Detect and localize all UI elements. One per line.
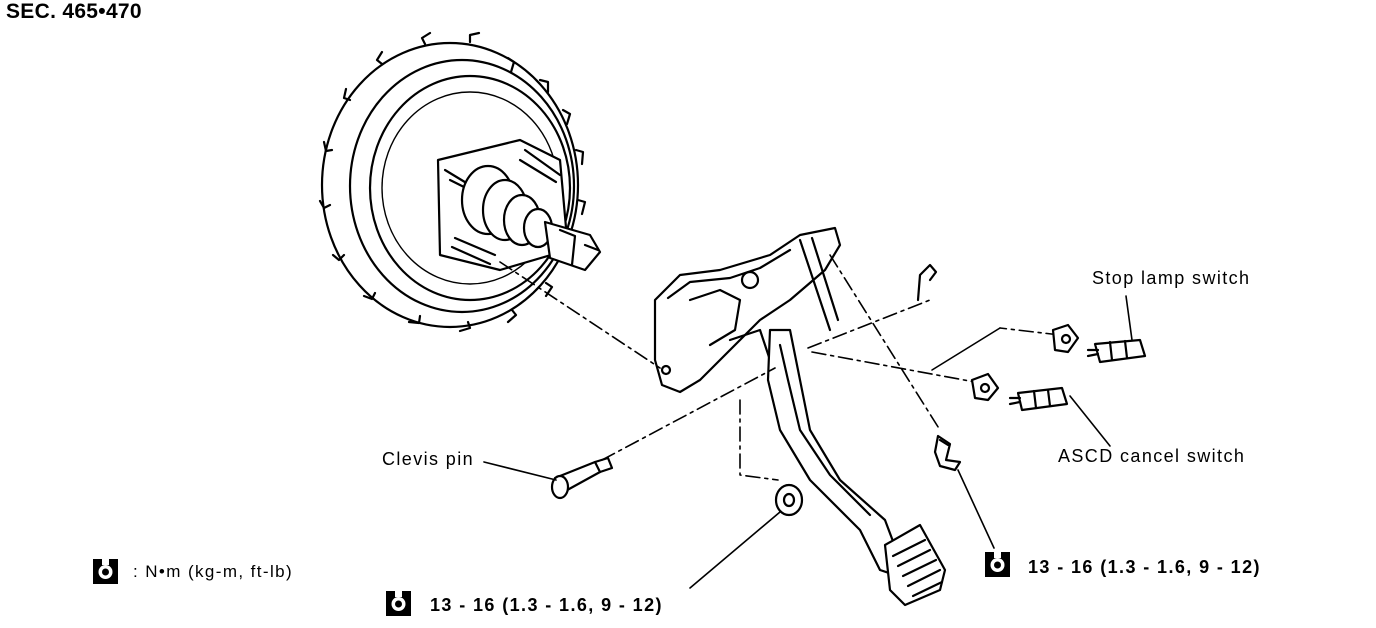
- torque-spec-pedal-nut: 13 - 16 (1.3 - 1.6, 9 - 12): [430, 595, 663, 615]
- torque-wrench-icon: [985, 552, 1010, 577]
- legend-units: : N•m (kg-m, ft-lb): [133, 562, 294, 581]
- brake-booster: [318, 31, 602, 333]
- stop-lamp-switch: [1086, 338, 1147, 364]
- pedal-nut: [774, 483, 804, 517]
- asc-cancel-switch: [1008, 386, 1069, 412]
- clip-bolt: [933, 434, 962, 472]
- clevis-pin: [550, 456, 614, 500]
- stop-lamp-lock-nut: [1051, 323, 1080, 354]
- stop-lamp-switch-label: Stop lamp switch: [1092, 268, 1251, 288]
- torque-wrench-icon: [93, 559, 118, 584]
- section-title: SEC. 465•470: [6, 0, 142, 23]
- asc-cancel-lock-nut: [970, 372, 1000, 402]
- torque-spec-clip-bolt: 13 - 16 (1.3 - 1.6, 9 - 12): [1028, 557, 1261, 577]
- brake-pedal-arm: [766, 328, 947, 607]
- asc-cancel-switch-label: ASCD cancel switch: [1058, 446, 1246, 466]
- clevis-pin-label: Clevis pin: [382, 449, 475, 469]
- torque-wrench-icon: [386, 591, 411, 616]
- pedal-bracket: [653, 226, 842, 394]
